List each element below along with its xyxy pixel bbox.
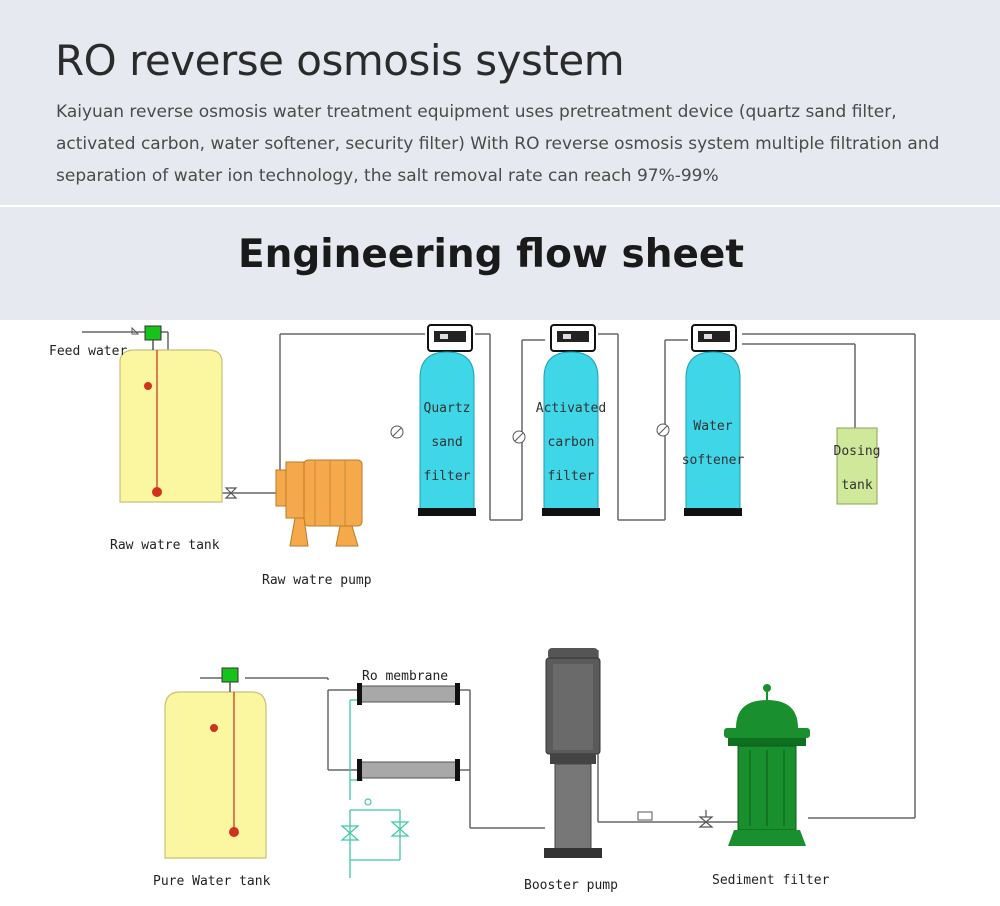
dosing-tank xyxy=(836,427,878,505)
raw-water-tank-label: Raw watre tank xyxy=(110,538,220,553)
sediment-filter-label: Sediment filter xyxy=(712,873,830,888)
carbon-label-2: carbon xyxy=(548,435,595,450)
softener-label-2: softener xyxy=(682,453,745,468)
dosing-label-1: Dosing xyxy=(834,444,881,459)
carbon-label-3: filter xyxy=(548,469,595,484)
activated-carbon-filter xyxy=(542,324,600,516)
sediment-valve-icon xyxy=(698,810,714,828)
sediment-filter xyxy=(724,684,810,846)
concentrate-valve-icon xyxy=(340,798,410,841)
softener-gauge-icon xyxy=(656,423,670,437)
page-description: Kaiyuan reverse osmosis water treatment … xyxy=(56,102,940,186)
quartz-label-3: filter xyxy=(424,469,471,484)
ro-membranes xyxy=(357,683,460,781)
section-band xyxy=(0,207,1000,320)
raw-water-pump-label: Raw watre pump xyxy=(262,573,372,588)
booster-pump xyxy=(544,648,602,858)
flow-meter-icon xyxy=(637,811,653,821)
pipes xyxy=(82,331,916,829)
feed-water-label: Feed water xyxy=(49,344,127,359)
pure-water-tank xyxy=(164,667,267,859)
quartz-label-1: Quartz xyxy=(424,401,471,416)
raw-water-pump xyxy=(275,459,363,547)
booster-pump-label: Booster pump xyxy=(524,878,618,893)
inlet-valve-icon xyxy=(224,487,238,499)
quartz-sand-filter xyxy=(418,324,476,516)
pure-water-tank-label: Pure Water tank xyxy=(153,874,271,889)
quartz-gauge-icon xyxy=(390,425,404,439)
carbon-label-1: Activated xyxy=(536,401,606,416)
dosing-label-2: tank xyxy=(841,478,872,493)
header-panel xyxy=(0,0,1000,205)
page-title: RO reverse osmosis system xyxy=(55,36,625,85)
softener-label-1: Water xyxy=(693,419,732,434)
water-softener xyxy=(684,324,742,516)
concentrate-lines xyxy=(349,699,401,878)
carbon-gauge-icon xyxy=(512,430,526,444)
raw-water-tank xyxy=(119,325,223,503)
section-heading: Engineering flow sheet xyxy=(237,232,745,277)
quartz-label-2: sand xyxy=(431,435,462,450)
ro-membrane-label: Ro membrane xyxy=(362,669,448,684)
